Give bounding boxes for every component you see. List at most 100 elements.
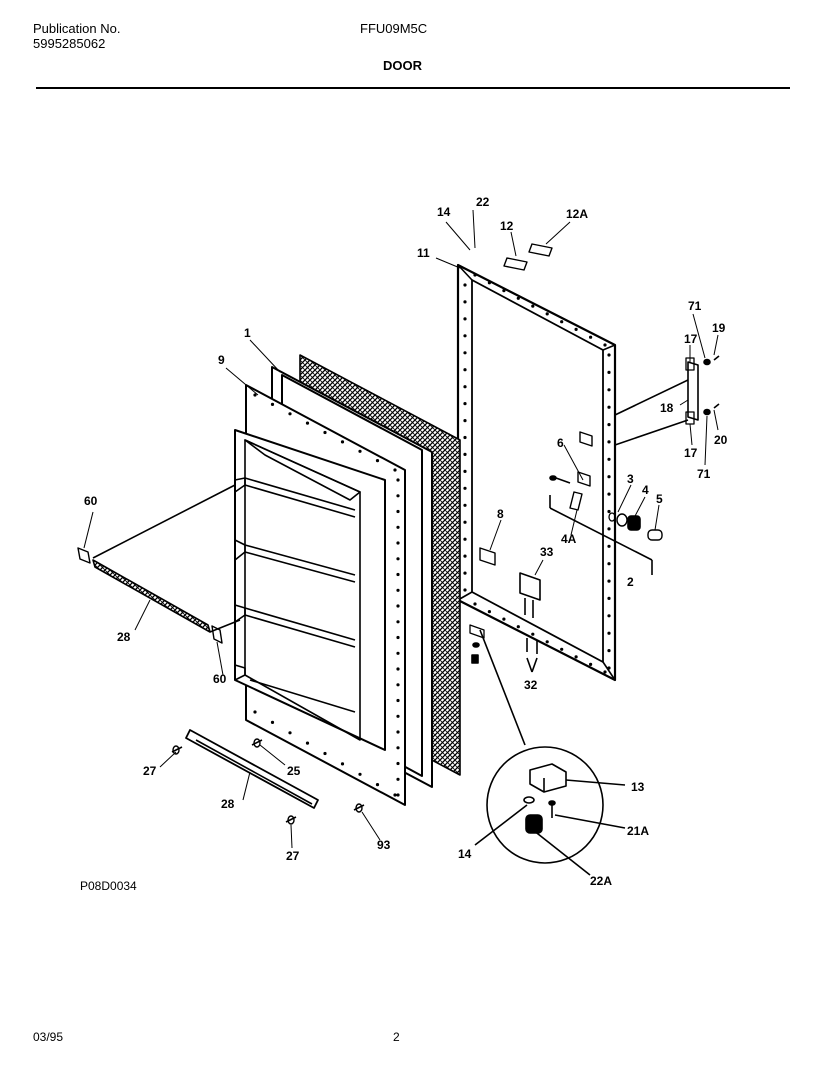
mounting-hole <box>396 620 400 624</box>
lower-door-rail <box>171 729 365 825</box>
screws-32 <box>526 638 538 673</box>
mounting-hole <box>516 625 520 629</box>
mounting-hole <box>396 793 400 797</box>
mounting-hole <box>396 777 400 781</box>
mounting-hole <box>463 503 467 507</box>
mounting-hole <box>607 405 611 409</box>
callout-18: 18 <box>660 401 674 415</box>
mounting-hole <box>305 421 310 425</box>
mounting-hole <box>288 731 292 735</box>
callout-12a: 12A <box>566 207 588 221</box>
callout-60-bottom: 60 <box>213 672 227 686</box>
mounting-hole <box>607 527 611 531</box>
callout-93: 93 <box>377 838 391 852</box>
mounting-hole <box>396 478 400 482</box>
mounting-hole <box>463 554 467 558</box>
mounting-hole <box>607 544 611 548</box>
callout-20: 20 <box>714 433 728 447</box>
mounting-hole <box>396 683 400 687</box>
mounting-hole <box>375 459 380 463</box>
mounting-hole <box>589 662 593 667</box>
callout-71-top: 71 <box>688 299 702 313</box>
latch-parts <box>549 431 663 575</box>
mounting-hole <box>589 335 593 339</box>
callout-28-bottom: 28 <box>221 797 235 811</box>
top-trim-parts <box>503 243 553 271</box>
callout-27-top: 27 <box>143 764 157 778</box>
callout-33: 33 <box>540 545 554 559</box>
mounting-hole <box>560 647 564 651</box>
callout-71-bottom: 71 <box>697 467 711 481</box>
mounting-hole <box>253 393 257 397</box>
mounting-hole <box>375 783 380 787</box>
mounting-hole <box>607 614 611 618</box>
callout-14: 14 <box>437 205 451 219</box>
mounting-hole <box>545 312 549 316</box>
mounting-hole <box>574 655 578 659</box>
mounting-hole <box>607 492 611 496</box>
bottom-hinge-parts <box>469 624 526 746</box>
callout-4a: 4A <box>561 532 577 546</box>
mounting-hole <box>607 631 611 635</box>
mounting-hole <box>473 602 477 606</box>
callout-27-bottom: 27 <box>286 849 300 863</box>
callout-4: 4 <box>642 483 649 497</box>
mounting-hole <box>607 475 611 479</box>
callout-13: 13 <box>631 780 645 794</box>
footer-date: 03/95 <box>33 1030 64 1044</box>
mounting-hole <box>502 617 506 621</box>
lower-brackets <box>479 547 541 618</box>
mounting-hole <box>531 632 535 636</box>
mounting-hole <box>607 666 611 670</box>
mounting-hole <box>463 419 467 423</box>
callout-22: 22 <box>476 195 490 209</box>
mounting-hole <box>358 449 362 453</box>
callout-21a: 21A <box>627 824 649 838</box>
mounting-hole <box>463 368 467 372</box>
mounting-hole <box>463 385 467 389</box>
mounting-hole <box>607 388 611 392</box>
mounting-hole <box>323 430 327 435</box>
callout-11: 11 <box>417 246 430 260</box>
callout-2: 2 <box>627 575 634 589</box>
mounting-hole <box>396 557 400 561</box>
mounting-hole <box>358 772 362 776</box>
callout-3: 3 <box>627 472 634 486</box>
publication-number: 5995285062 <box>33 36 106 51</box>
mounting-hole <box>340 762 345 766</box>
mounting-hole <box>396 698 400 703</box>
mounting-hole <box>502 289 506 293</box>
mounting-hole <box>516 296 520 300</box>
mounting-hole <box>463 317 467 321</box>
mounting-hole <box>463 452 467 456</box>
mounting-hole <box>607 649 611 653</box>
mounting-hole <box>396 541 400 545</box>
mounting-hole <box>323 751 327 756</box>
mounting-hole <box>396 746 400 750</box>
mounting-hole <box>396 761 400 766</box>
mounting-hole <box>545 640 549 644</box>
mounting-hole <box>607 457 611 461</box>
mounting-hole <box>603 670 607 674</box>
model-number: FFU09M5C <box>360 21 428 36</box>
mounting-hole <box>305 741 310 745</box>
mounting-hole <box>463 469 467 473</box>
mounting-hole <box>463 283 467 287</box>
callout-8: 8 <box>497 507 504 521</box>
callout-17-top: 17 <box>684 332 698 346</box>
mounting-hole <box>396 604 400 608</box>
mounting-hole <box>487 610 491 614</box>
mounting-hole <box>574 327 578 331</box>
callout-60-top: 60 <box>84 494 98 508</box>
mounting-hole <box>396 525 400 529</box>
callout-9: 9 <box>218 353 225 367</box>
drawing-code: P08D0034 <box>80 879 137 893</box>
mounting-hole <box>253 710 257 714</box>
mounting-hole <box>463 486 467 490</box>
mounting-hole <box>607 440 611 444</box>
mounting-hole <box>463 351 467 355</box>
leader-lines <box>83 209 719 849</box>
mounting-hole <box>607 370 611 374</box>
mounting-hole <box>603 343 607 347</box>
